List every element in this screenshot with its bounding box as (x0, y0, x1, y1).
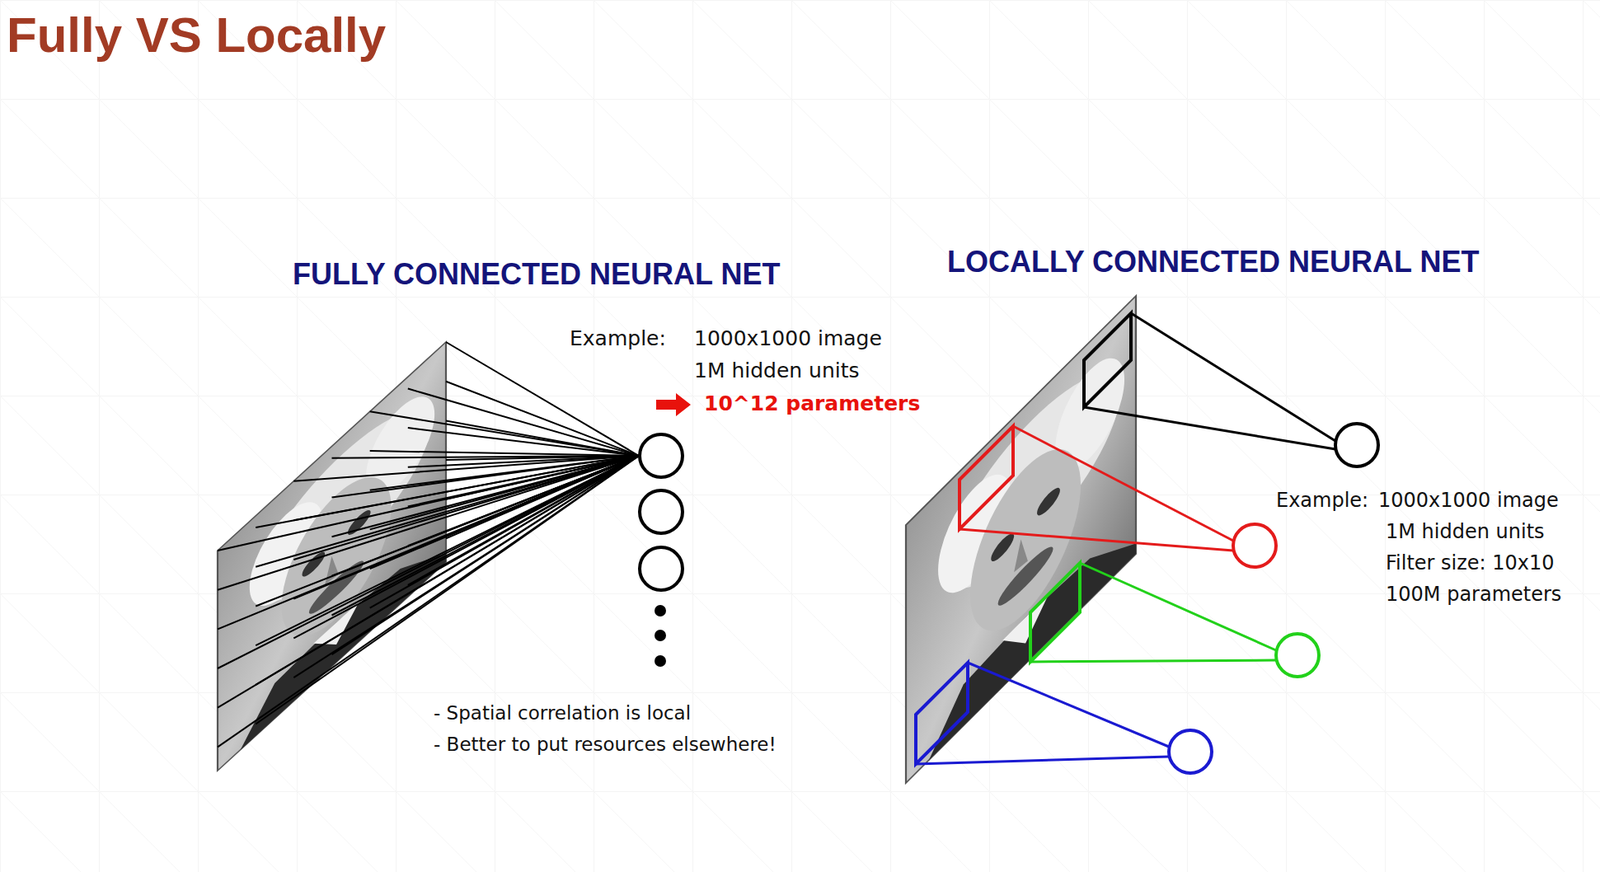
note: - Spatial correlation is local (433, 702, 691, 724)
red-arrow (656, 393, 691, 417)
connection-line (408, 455, 639, 507)
connection-line (370, 455, 639, 569)
connection-line (293, 455, 639, 639)
connection-line (293, 455, 639, 521)
connection-line (445, 455, 639, 460)
section-heading: LOCALLY CONNECTED NEURAL NET (947, 244, 1479, 279)
connection-line (370, 455, 639, 530)
connection-line (408, 389, 639, 457)
slide-title: Fully VS Locally (6, 6, 386, 64)
connection-line (445, 381, 639, 456)
connection-line (332, 455, 640, 616)
hidden-unit (639, 490, 683, 534)
connection-line (408, 455, 639, 586)
connection-lines (217, 342, 639, 747)
example-value: 1000x1000 image (1378, 489, 1559, 513)
connection-line (293, 455, 639, 560)
note: - Better to put resources elsewhere! (433, 733, 777, 756)
connection-line (408, 455, 639, 546)
connection-line (255, 455, 639, 646)
connection-line (445, 455, 639, 539)
connection-line (445, 342, 639, 456)
section-heading: FULLY CONNECTED NEURAL NET (292, 257, 780, 291)
connection-line (445, 455, 639, 500)
connection-line (332, 455, 640, 537)
example-value: 1000x1000 image (694, 327, 883, 352)
example-label: Example: (1276, 489, 1369, 513)
example-value: Filter size: 10x10 (1385, 552, 1555, 576)
connection-line (332, 455, 640, 655)
connection-line (445, 420, 639, 456)
connection-line (255, 455, 639, 725)
connection-line (370, 411, 639, 456)
connection-line (293, 455, 639, 678)
connection-line (217, 455, 639, 551)
connection-line (408, 455, 639, 468)
connection-line (293, 455, 639, 600)
connection-line (255, 455, 639, 528)
ellipsis-dot (654, 605, 667, 617)
hidden-unit (639, 434, 683, 478)
parameter-count: 10^12 parameters (703, 392, 920, 417)
ellipsis-dot (654, 655, 667, 667)
example-value: 1M hidden units (1385, 520, 1545, 545)
receptive-field (915, 662, 1212, 774)
receptive-field (959, 426, 1277, 568)
input-image (217, 342, 446, 771)
receptive-field (1030, 563, 1319, 677)
connection-line (255, 455, 639, 607)
connection-line (370, 455, 639, 609)
receptive-field (1083, 313, 1379, 467)
connection-line (217, 455, 639, 669)
connection-line (217, 455, 639, 709)
hidden-unit (639, 547, 683, 591)
example-value: 1M hidden units (694, 359, 860, 384)
connection-line (217, 455, 639, 591)
connection-line (332, 455, 640, 577)
parameter-count: 100M parameters (1385, 583, 1562, 607)
example-label: Example: (569, 327, 667, 352)
connection-line (255, 455, 639, 686)
ellipsis-dot (654, 629, 667, 642)
